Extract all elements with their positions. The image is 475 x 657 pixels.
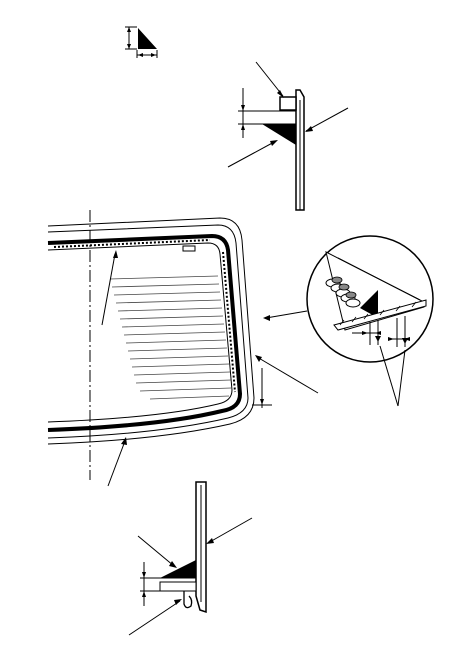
urethane-border	[47, 233, 243, 432]
rear-window-view	[47, 210, 319, 487]
bottom-section-view	[128, 481, 253, 636]
height-arrow-down	[127, 44, 131, 49]
panel-callout-arrow	[305, 126, 313, 132]
detail-leader-b	[397, 349, 406, 407]
detail-urethane-bead	[325, 276, 361, 308]
detail-dam	[360, 290, 378, 318]
detail-small-arrow-1	[375, 336, 381, 342]
primer-left-arrow-a	[362, 331, 368, 335]
detail-callout-arrow	[263, 315, 270, 321]
detail-glass-top-edge	[337, 257, 421, 301]
detail-panel-hatch	[339, 301, 417, 326]
corner-callout-arrow	[255, 355, 262, 362]
detail-circle	[306, 235, 434, 407]
lower-panel-arrow	[206, 538, 214, 544]
top-section-view	[227, 61, 349, 211]
lower-panel-callout	[207, 517, 253, 544]
lower-glass-edge	[159, 581, 197, 592]
lower-retainer-callout	[128, 600, 181, 636]
detail-small-arrow-2	[402, 338, 408, 344]
lower-bead-callout	[107, 440, 126, 487]
dim-arrow-up	[241, 124, 245, 130]
width-arrow-left	[138, 53, 143, 57]
glass-edge	[47, 242, 233, 423]
retainer-clip-arrow	[277, 90, 284, 98]
lower-retainer-clip	[183, 591, 193, 609]
corner-callout	[256, 356, 319, 394]
body-opening-inner	[47, 224, 249, 439]
lower-retainer-arrow	[174, 599, 182, 605]
lower-dim-arrow-up	[142, 591, 146, 597]
glass-marker	[182, 245, 196, 252]
primer-right-arrow-a	[388, 337, 394, 341]
body-opening-outer	[47, 217, 255, 445]
defroster-grid	[109, 275, 232, 400]
body-panel-flange	[279, 96, 297, 111]
lower-bead-callout	[137, 535, 175, 567]
ceramic-band-side	[222, 251, 236, 393]
detail-callout	[265, 310, 308, 319]
bead-callout	[227, 140, 277, 168]
lower-urethane-bead	[160, 560, 196, 578]
lower-dim-arrow-down	[142, 572, 146, 578]
height-arrow-up	[127, 27, 131, 32]
urethane-bead	[262, 124, 296, 145]
detail-leader-a	[379, 345, 399, 407]
corner-dim-arrow	[260, 399, 264, 405]
lower-bead-arrow	[121, 437, 127, 445]
bead-callout-arrow	[270, 140, 278, 146]
glass-edge-callout	[101, 253, 116, 326]
panel-callout	[305, 107, 349, 132]
dim-arrow-down	[241, 105, 245, 111]
width-arrow-right	[151, 53, 156, 57]
lower-bead-arrow	[169, 561, 177, 568]
glass-edge-arrow	[113, 250, 118, 258]
bead-triangle-icon	[138, 28, 157, 49]
retainer-clip-callout	[255, 61, 284, 97]
bead-size-legend	[125, 26, 158, 58]
